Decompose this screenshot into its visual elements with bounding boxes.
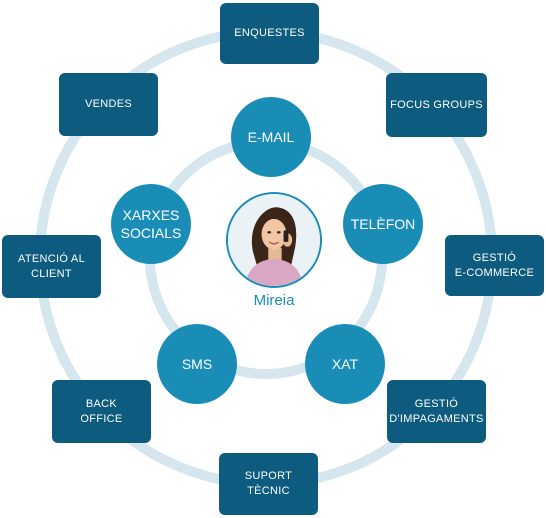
service-box-atencio-client: ATENCIÓ AL CLIENT	[2, 235, 101, 298]
service-box-gestio-impagaments: GESTIÓ D'IMPAGAMENTS	[387, 380, 486, 443]
channel-circle-xarxes-socials: XARXES SOCIALS	[111, 184, 191, 264]
channel-circle-email: E-MAIL	[231, 97, 311, 177]
channel-circle-telefon: TELÈFON	[343, 184, 423, 264]
channel-circle-sms: SMS	[157, 324, 237, 404]
service-box-enquestes: ENQUESTES	[220, 3, 319, 64]
agent-avatar	[226, 192, 322, 288]
service-box-suport-tecnic: SUPORT TÈCNIC	[219, 453, 318, 515]
service-box-focus-groups: FOCUS GROUPS	[386, 73, 487, 137]
channel-circle-xat: XAT	[305, 324, 385, 404]
woman-on-phone-icon	[228, 194, 320, 286]
service-box-back-office: BACK OFFICE	[52, 380, 151, 443]
service-box-vendes: VENDES	[59, 73, 158, 136]
agent-name: Mireia	[253, 292, 295, 309]
service-box-gestio-ecommerce: GESTIÓ E-COMMERCE	[445, 235, 544, 296]
